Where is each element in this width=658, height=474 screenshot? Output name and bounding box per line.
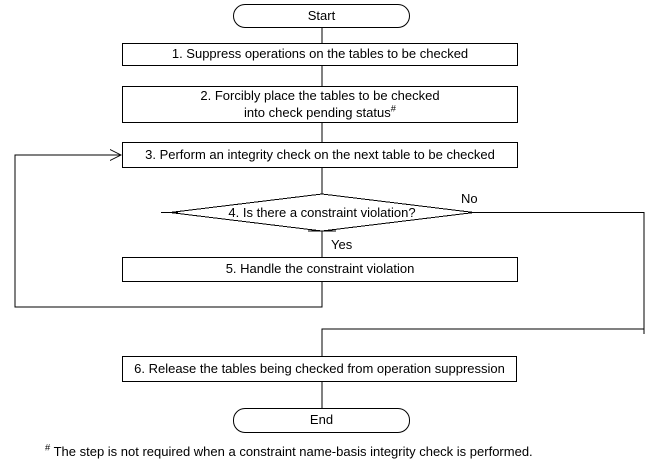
process-step-6: 6. Release the tables being checked from… (122, 356, 517, 382)
process-step-3: 3. Perform an integrity check on the nex… (122, 142, 518, 168)
step1-label: 1. Suppress operations on the tables to … (171, 46, 469, 62)
start-label: Start (307, 7, 336, 23)
no-branch-label: No (461, 191, 478, 206)
end-terminator: End (233, 408, 410, 433)
footnote-marker: # (45, 442, 51, 453)
process-step-5: 5. Handle the constraint violation (122, 257, 518, 282)
process-step-1: 1. Suppress operations on the tables to … (122, 43, 518, 66)
step2-line1: 2. Forcibly place the tables to be check… (200, 88, 440, 104)
footnote-text: The step is not required when a constrai… (53, 444, 533, 459)
footnote: # The step is not required when a constr… (45, 442, 533, 459)
start-terminator: Start (233, 4, 410, 28)
no-label-text: No (461, 191, 478, 206)
decision-question-text: 4. Is there a constraint violation? (228, 205, 416, 220)
step2-footnote-marker: # (390, 103, 396, 114)
end-label: End (309, 412, 334, 428)
step6-label: 6. Release the tables being checked from… (134, 360, 505, 376)
step3-label: 3. Perform an integrity check on the nex… (145, 146, 495, 162)
connector-loop-back (14, 154, 323, 308)
yes-branch-label: Yes (331, 237, 352, 252)
loop-arrowhead (109, 149, 123, 161)
step5-label: 5. Handle the constraint violation (225, 261, 415, 277)
step2-line2-text: into check pending status (244, 104, 391, 120)
step2-line2: into check pending status# (244, 103, 396, 121)
connector-no-branch-to-step6 (321, 328, 644, 356)
decision-question: 4. Is there a constraint violation? (172, 205, 472, 220)
process-step-2: 2. Forcibly place the tables to be check… (122, 86, 518, 123)
connector-no-branch (472, 212, 645, 334)
yes-label-text: Yes (331, 237, 353, 252)
